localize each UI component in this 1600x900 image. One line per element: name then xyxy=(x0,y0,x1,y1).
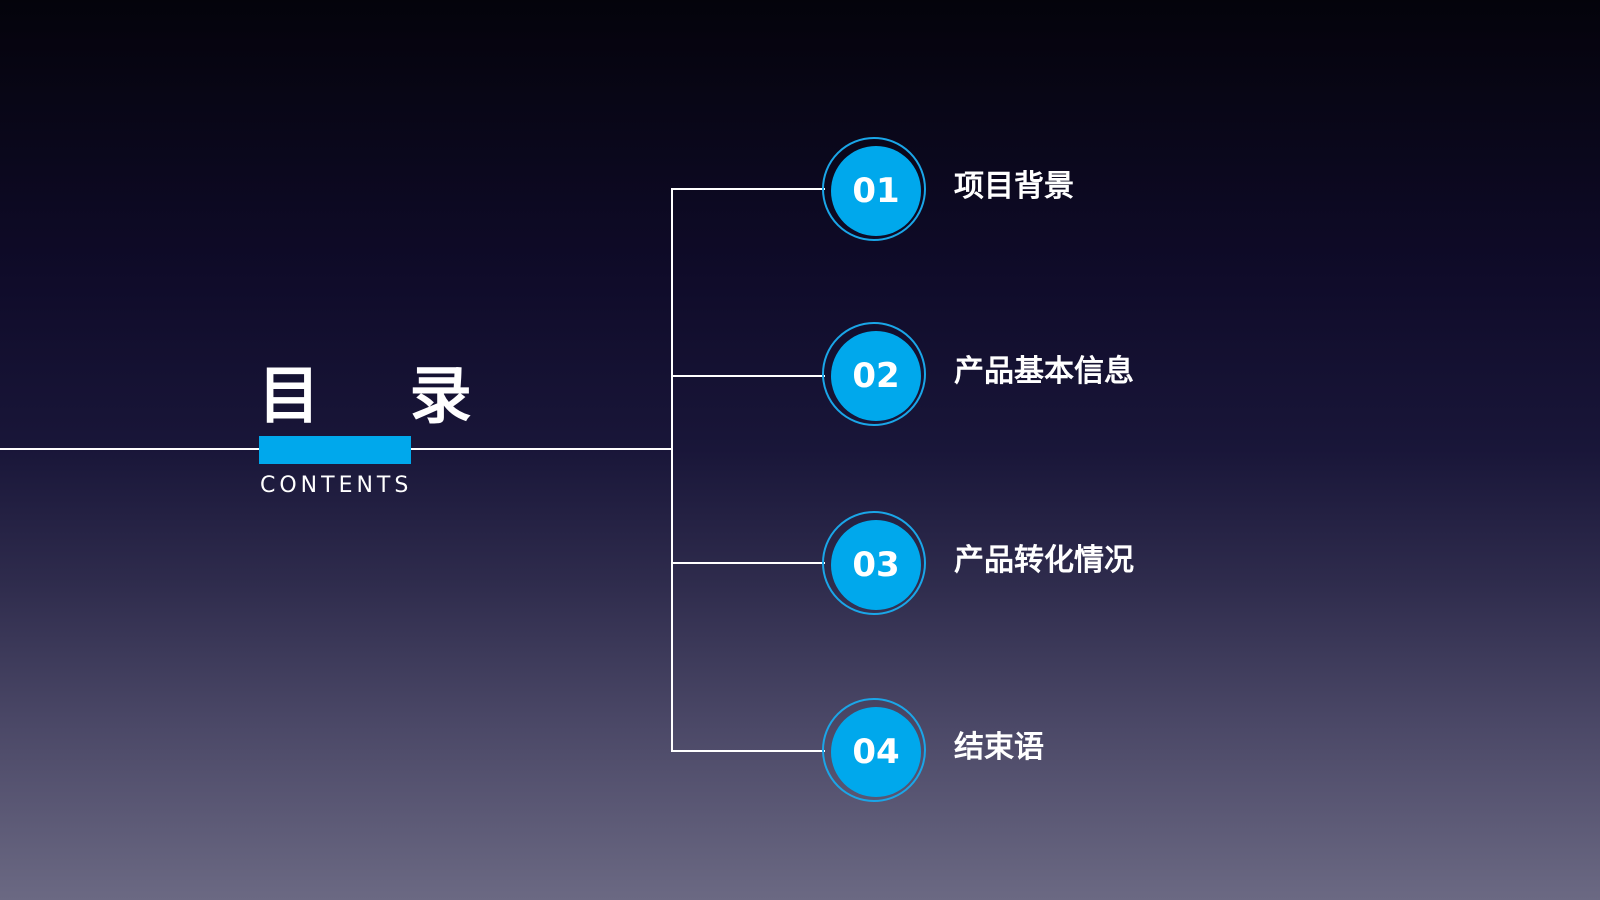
contents-item-03[interactable]: 03 产品转化情况 xyxy=(822,511,1322,621)
page-subtitle: CONTENTS xyxy=(260,473,413,498)
title-accent-bar xyxy=(259,436,411,464)
vertical-connector-line xyxy=(671,188,673,752)
branch-line-01 xyxy=(671,188,825,190)
branch-line-04 xyxy=(671,750,825,752)
branch-line-02 xyxy=(671,375,825,377)
contents-item-02[interactable]: 02 产品基本信息 xyxy=(822,322,1322,432)
number-badge-ring: 04 xyxy=(822,698,926,802)
number-badge-ring: 03 xyxy=(822,511,926,615)
contents-item-04[interactable]: 04 结束语 xyxy=(822,698,1322,808)
number-badge: 01 xyxy=(831,146,921,236)
page-title: 目 录 xyxy=(258,359,506,432)
contents-item-label: 项目背景 xyxy=(954,169,1074,204)
number-badge-ring: 02 xyxy=(822,322,926,426)
contents-item-label: 产品基本信息 xyxy=(954,354,1134,389)
contents-item-label: 结束语 xyxy=(954,730,1044,765)
branch-line-03 xyxy=(671,562,825,564)
number-badge: 02 xyxy=(831,331,921,421)
contents-item-label: 产品转化情况 xyxy=(954,543,1134,578)
number-badge: 04 xyxy=(831,707,921,797)
contents-item-01[interactable]: 01 项目背景 xyxy=(822,137,1322,247)
number-badge-ring: 01 xyxy=(822,137,926,241)
number-badge: 03 xyxy=(831,520,921,610)
